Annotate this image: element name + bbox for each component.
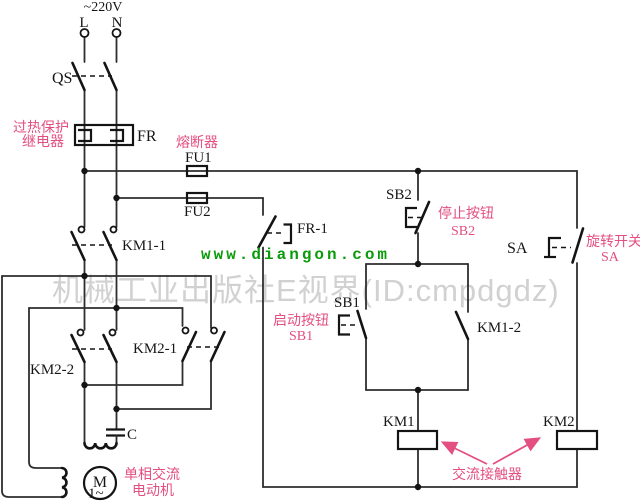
supply-voltage-label: ~220V [84,0,123,15]
sb1-label: SB1 [334,295,360,311]
contactor-cn-label: 交流接触器 [452,466,522,483]
thermal-relay-fr [73,123,135,147]
contact-km2-1 [181,326,226,363]
qs-label: QS [52,70,72,87]
start-button-ref-label: SB1 [289,329,313,344]
coil-km1 [396,429,439,451]
contact-km1-2 [454,310,470,341]
publisher-watermark: 机械工业出版社E视界(ID:cmpdgdz) [52,273,560,308]
km2-1-label: KM2-1 [133,341,177,357]
stop-button-ref-label: SB2 [451,224,475,239]
fu2-label: FU2 [184,204,211,220]
start-button-cn-label: 启动按钮 [273,313,329,329]
fr-label: FR [137,128,157,145]
supply-terminals [79,28,122,38]
fr-1-label: FR-1 [297,221,328,237]
fuse-fu2 [185,191,209,205]
motor-cn-label-1: 单相交流 [124,466,180,483]
qs-switch [71,61,118,92]
contact-km1-1 [70,225,118,262]
rotary-switch-ref-label: SA [601,250,620,265]
junction-dots [81,167,422,491]
line-terminal-label: L [79,15,88,31]
motor-cn-label-2: 电动机 [132,483,174,499]
km1-coil-label: KM1 [383,414,415,430]
rotary-switch-sa [544,227,585,264]
capacitor-label: C [127,427,137,443]
start-button-sb1 [337,309,368,340]
fu1-label: FU1 [185,150,212,166]
contact-fr-1 [257,215,293,249]
aux-winding [83,441,118,450]
main-winding [60,466,68,499]
thermal-relay-cn-label-1: 过热保护 [13,120,69,136]
terminal-n [111,28,122,38]
coil-km2 [555,429,599,451]
stop-button-sb2 [404,200,431,235]
stop-button-cn-label: 停止按钮 [438,205,494,222]
fuse-fu1 [185,164,209,178]
capacitor-c [106,428,125,444]
rotary-switch-cn-label: 旋转开关 [586,234,640,250]
motor-letter-label: M [93,474,107,491]
km2-coil-label: KM2 [543,414,575,430]
neutral-terminal-label: N [112,15,123,31]
terminal-l [79,28,90,38]
contactor-callout-arrows [440,437,542,465]
site-watermark: www.diangon.com [201,246,390,264]
km1-1-label: KM1-1 [122,238,166,254]
thermal-relay-cn-label-2: 继电器 [22,134,64,150]
sa-label: SA [507,240,528,257]
contact-km2-2 [70,328,118,364]
sb2-label: SB2 [386,187,412,203]
motor-phase-label: 1~ [88,486,104,502]
km1-2-label: KM1-2 [477,320,521,336]
fuse-cn-label: 熔断器 [176,135,218,151]
motor-m [82,465,118,501]
km2-2-label: KM2-2 [30,362,74,378]
wiring [1,36,578,498]
